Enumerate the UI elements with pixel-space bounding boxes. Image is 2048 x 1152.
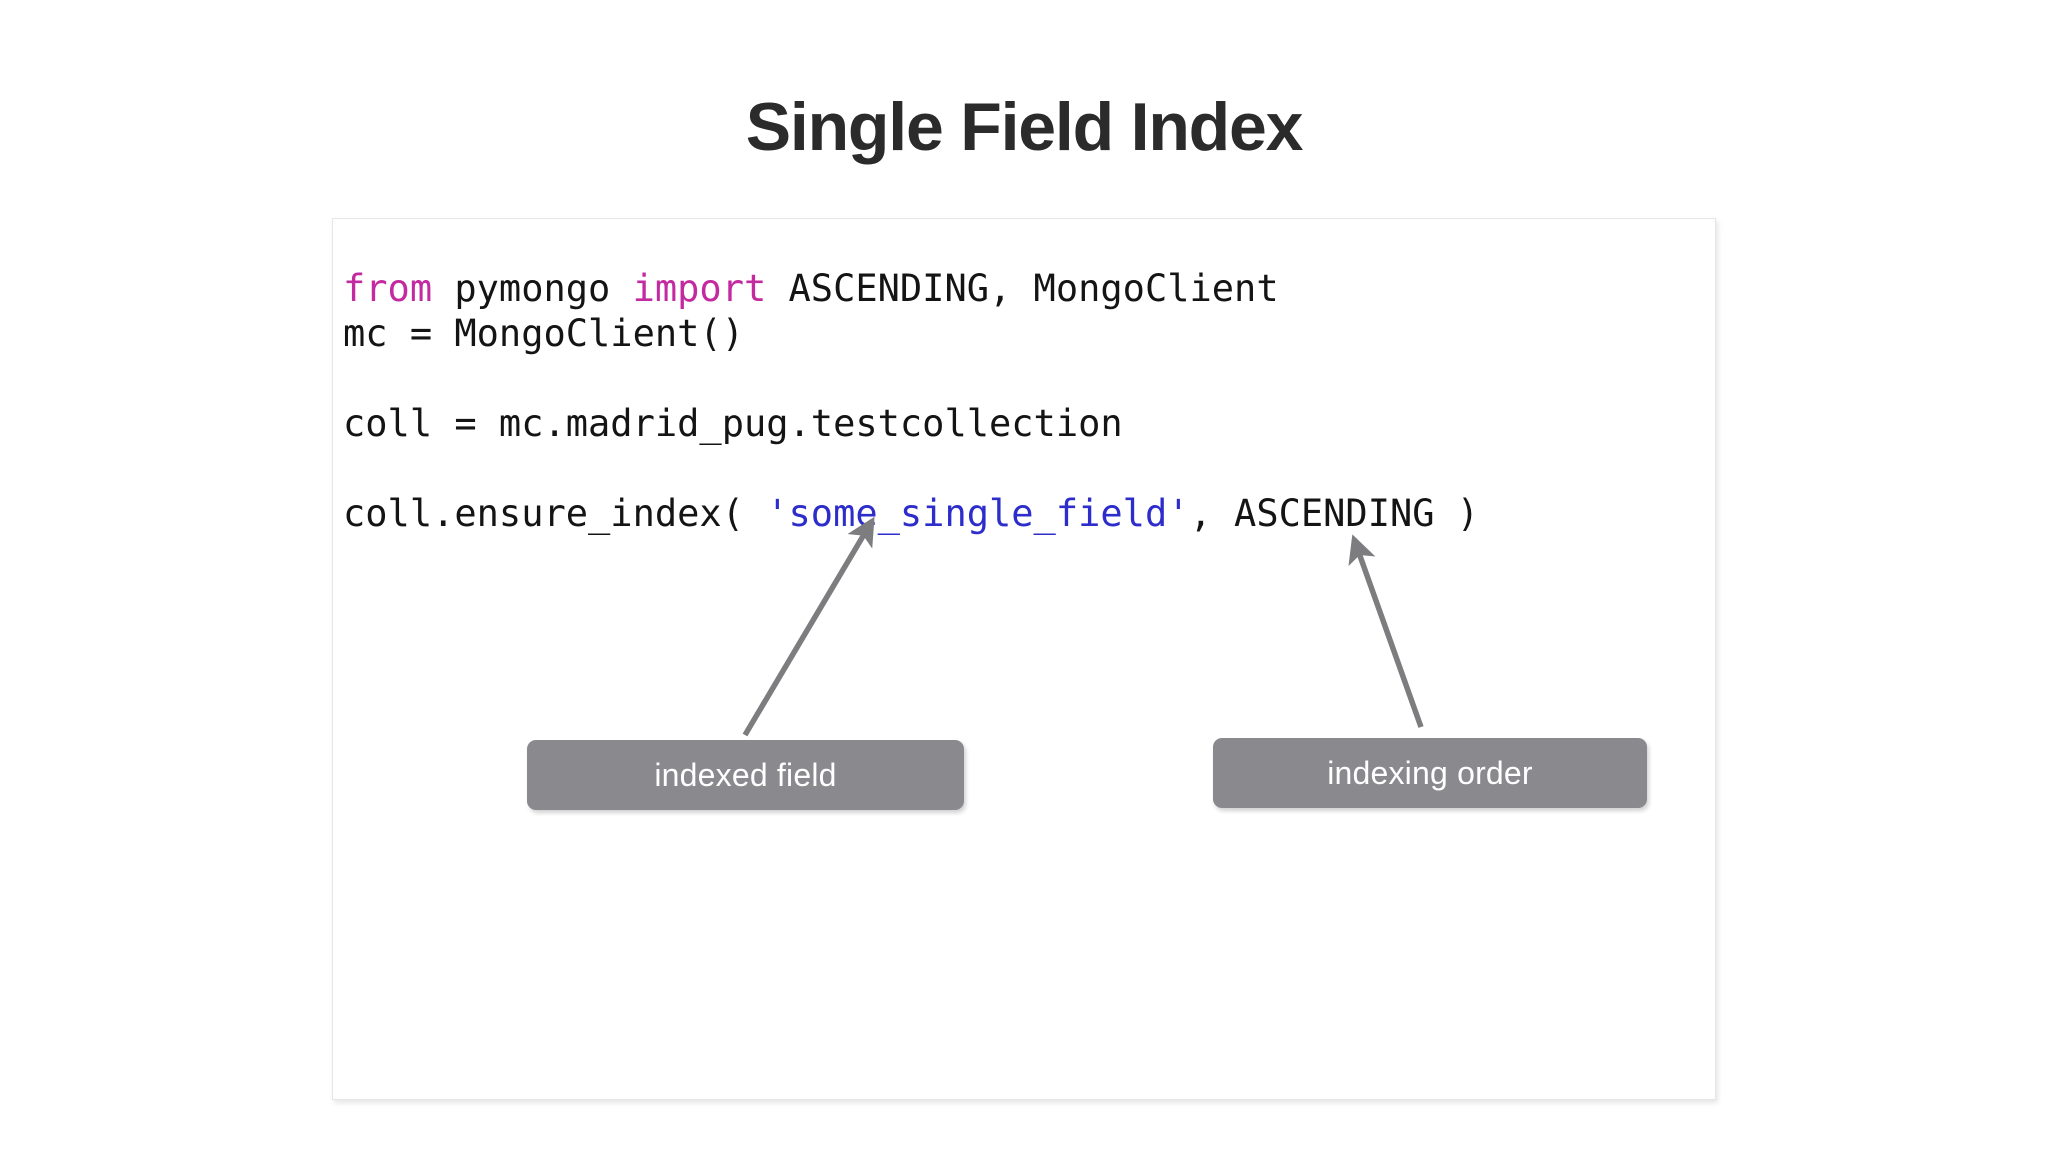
- code-token-text: coll.ensure_index(: [343, 492, 767, 535]
- code-line: coll = mc.madrid_pug.testcollection: [343, 401, 1479, 446]
- callout-label: indexed field: [654, 756, 837, 793]
- code-token-text: ASCENDING, MongoClient: [766, 267, 1279, 310]
- code-line-blank: [343, 356, 1479, 401]
- code-block: from pymongo import ASCENDING, MongoClie…: [343, 266, 1479, 536]
- code-token-keyword: import: [632, 267, 767, 310]
- code-token-text: pymongo: [432, 267, 633, 310]
- callout-label: indexing order: [1327, 754, 1533, 791]
- code-token-text: coll = mc.madrid_pug.testcollection: [343, 402, 1123, 445]
- code-line: coll.ensure_index( 'some_single_field', …: [343, 491, 1479, 536]
- code-token-text: , ASCENDING ): [1189, 492, 1480, 535]
- callout-indexed-field: indexed field: [527, 740, 964, 810]
- code-line: from pymongo import ASCENDING, MongoClie…: [343, 266, 1479, 311]
- code-token-string: 'some_single_field': [766, 492, 1190, 535]
- page-title: Single Field Index: [745, 89, 1304, 165]
- code-token-text: mc = MongoClient(): [343, 312, 744, 355]
- callout-indexing-order: indexing order: [1213, 738, 1647, 808]
- code-panel: from pymongo import ASCENDING, MongoClie…: [332, 218, 1716, 1100]
- code-token-keyword: from: [343, 267, 433, 310]
- code-line: mc = MongoClient(): [343, 311, 1479, 356]
- code-line-blank: [343, 446, 1479, 491]
